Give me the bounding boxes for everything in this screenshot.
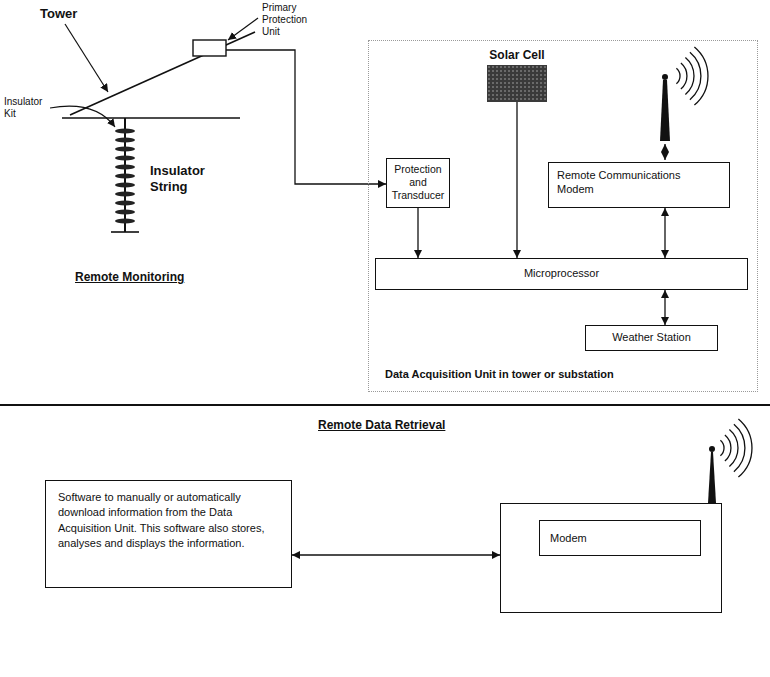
antenna-symbol (660, 47, 708, 160)
solar-cell: Solar Cell (485, 48, 549, 102)
part-label: Primary Protection Unit (262, 2, 324, 38)
software-box: Software to manually or automatically do… (45, 480, 292, 588)
connector-arrow (664, 290, 665, 325)
connector-arrow (292, 554, 500, 555)
processor-box: Microprocessor (375, 258, 748, 290)
node-text: Solar Cell (485, 48, 549, 62)
modem-box: Remote Communications Modem (548, 162, 730, 208)
connector-arrow (417, 208, 418, 258)
antenna-symbol (708, 419, 752, 503)
insulator-string (111, 118, 139, 232)
part-label: Insulator String (150, 163, 222, 194)
connector-arrow (664, 208, 665, 258)
node-text: Protection and Transducer (390, 163, 446, 202)
protection-unit-box (193, 40, 226, 56)
part-label: Insulator Kit (4, 96, 54, 120)
weather-box: Weather Station (585, 325, 718, 351)
region-box: Data Acquisition Unit in tower or substa… (368, 40, 758, 392)
solar-panel (487, 65, 547, 102)
tower-crossarm (62, 32, 255, 118)
node-text: Modem (539, 520, 701, 556)
part-label: Tower (40, 6, 77, 21)
node-text: Software to manually or automatically do… (58, 490, 279, 552)
node-text: Data Acquisition Unit in tower or substa… (385, 368, 614, 380)
connector-arrow (516, 102, 517, 258)
section-heading: Remote Data Retrieval (318, 418, 445, 432)
node-text: Remote Communications Modem (557, 168, 692, 197)
leader-line (50, 18, 258, 127)
node-text: Weather Station (592, 331, 711, 343)
node-text: Microprocessor (384, 267, 739, 279)
modem-housing: Modem (500, 503, 722, 613)
process-box: Protection and Transducer (386, 158, 450, 208)
separator-line (0, 404, 770, 406)
signal-wire (226, 50, 386, 184)
section-heading: Remote Monitoring (75, 270, 184, 284)
